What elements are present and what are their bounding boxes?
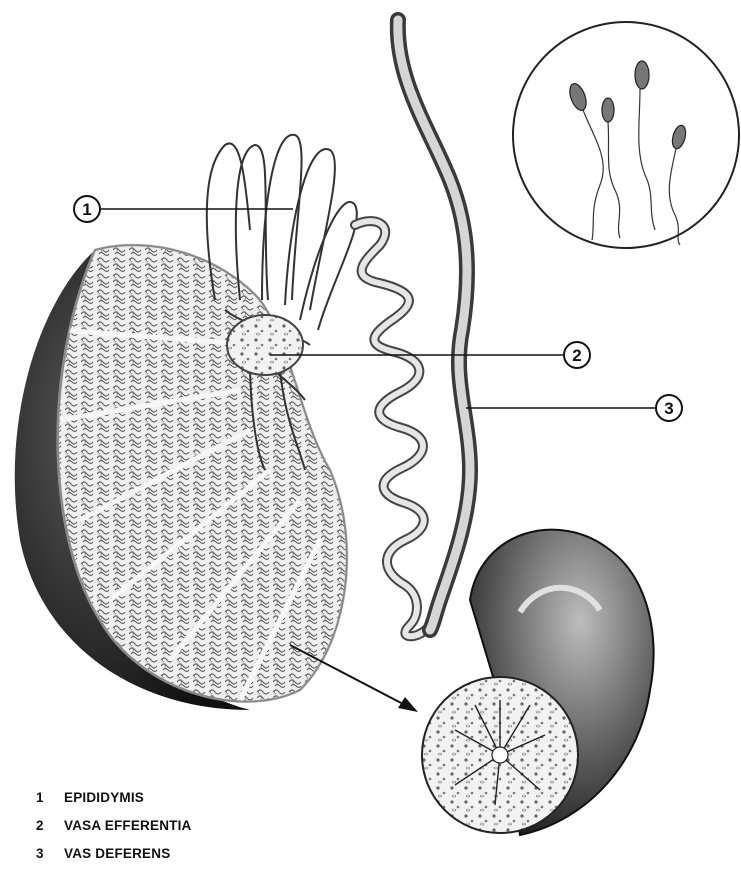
legend-item-vasa-efferentia: 2 VASA EFFERENTIA [36, 818, 336, 846]
legend-number: 1 [36, 790, 64, 805]
callout-number-2: 2 [572, 346, 581, 365]
callout-number-3: 3 [664, 399, 673, 418]
legend-label: VASA EFFERENTIA [64, 818, 192, 833]
sperm-cells-inset [513, 22, 739, 248]
legend-item-vas-deferens: 3 VAS DEFERENS [36, 846, 336, 874]
callout-1: 1 [74, 196, 293, 222]
callout-number-1: 1 [82, 200, 91, 219]
coiled-duct-illustration [355, 221, 430, 636]
testis-section-illustration [15, 245, 347, 710]
legend-number: 2 [36, 818, 64, 833]
legend-item-epididymis: 1 EPIDIDYMIS [36, 790, 336, 818]
legend-label: VAS DEFERENS [64, 846, 170, 861]
callout-2: 2 [270, 342, 590, 368]
legend: 1 EPIDIDYMIS 2 VASA EFFERENTIA 3 VAS DEF… [36, 790, 336, 874]
legend-number: 3 [36, 846, 64, 861]
legend-label: EPIDIDYMIS [64, 790, 144, 805]
callout-3: 3 [466, 395, 682, 421]
